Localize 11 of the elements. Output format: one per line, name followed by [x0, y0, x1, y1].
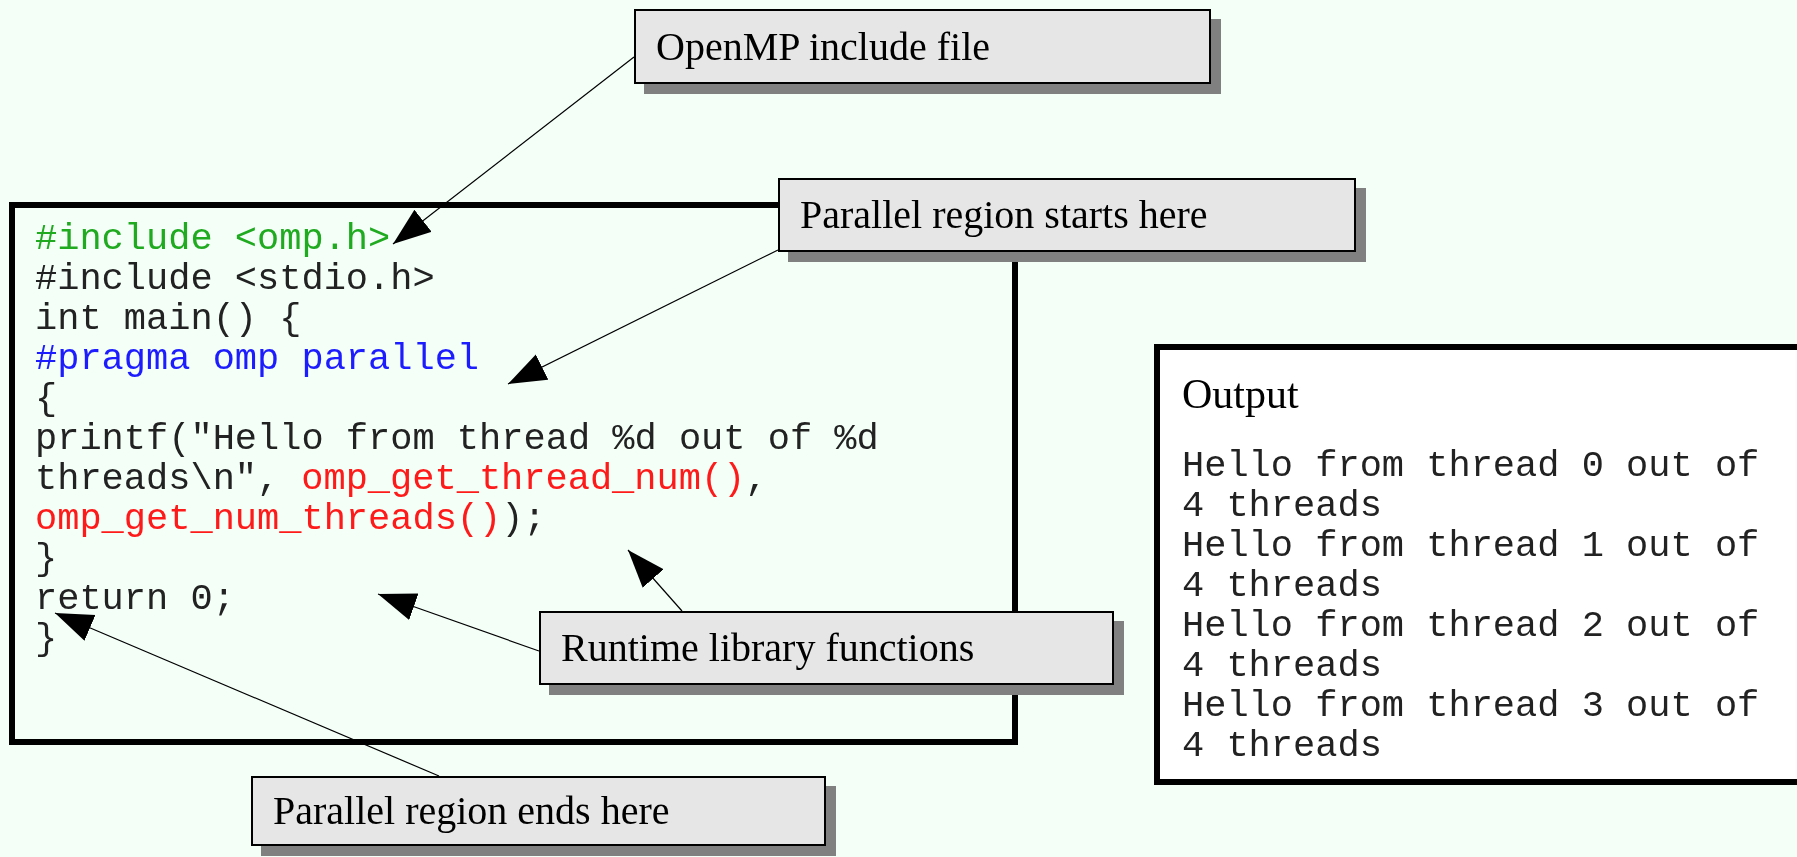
output-line: Hello from thread 0 out of 4 threads	[1182, 446, 1761, 526]
leader-line	[507, 249, 779, 385]
output-line: Hello from thread 1 out of 4 threads	[1182, 526, 1761, 606]
output-line: Hello from thread 3 out of 4 threads	[1182, 686, 1761, 766]
output-heading: Output	[1182, 372, 1299, 416]
leader-line	[392, 56, 635, 245]
output-line: Hello from thread 2 out of 4 threads	[1182, 606, 1761, 686]
output-panel	[1154, 344, 1797, 785]
leader-line	[627, 549, 683, 612]
leader-line	[377, 593, 540, 652]
leader-line	[54, 612, 440, 777]
